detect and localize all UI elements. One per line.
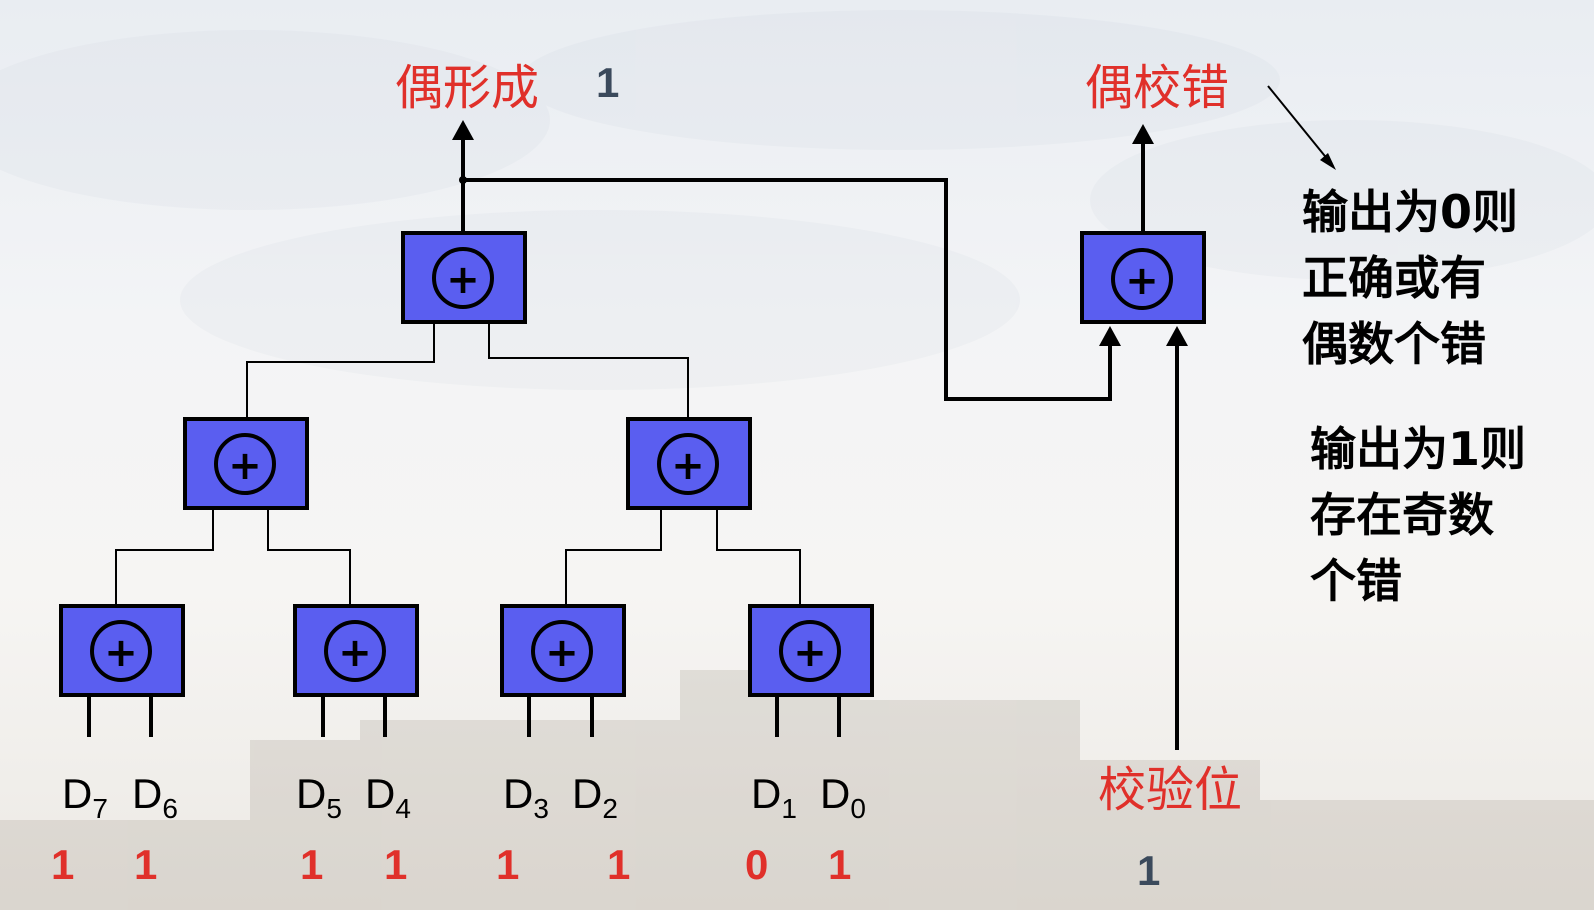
input-label-d4: D4 (365, 770, 411, 824)
input-label-d2: D2 (572, 770, 618, 824)
input-label-d1: D1 (751, 770, 797, 824)
note-zero-line-2: 正确或有 (1302, 251, 1486, 305)
input-label-d5: D5 (296, 770, 342, 824)
note-pointer-line (1267, 85, 1334, 167)
check-input-arrow-b (1166, 326, 1188, 346)
wire-l2a (246, 323, 435, 419)
even-generate-label: 偶形成 (395, 60, 539, 116)
note-zero-line-3: 偶数个错 (1302, 317, 1486, 371)
input-label-d3: D3 (503, 770, 549, 824)
note-one-line-3: 个错 (1310, 554, 1402, 608)
xor-gate-bottom-4: + (748, 604, 874, 697)
xor-gate-bottom-2: + (293, 604, 419, 697)
input-value-d5: 1 (300, 841, 323, 888)
wire-l3b (267, 509, 351, 606)
note-one-line-2: 存在奇数 (1310, 488, 1494, 542)
xor-gate-bottom-1: + (59, 604, 185, 697)
even-check-arrow (1132, 124, 1154, 144)
xor-symbol-icon (324, 620, 386, 682)
note-zero: 输出为0则 正确或有 偶数个错 (1302, 185, 1518, 371)
note-zero-line-1: 输出为0则 (1302, 185, 1518, 239)
wire-l3d (716, 509, 801, 606)
wires (87, 120, 1188, 750)
xor-plus: + (793, 630, 827, 676)
xor-gate-mid-right: + (626, 417, 752, 510)
xor-symbol-icon (531, 620, 593, 682)
xor-gate-check: + (1080, 231, 1206, 324)
input-labels: D7 D6 D5 D4 D3 D2 D1 D0 (62, 770, 866, 824)
junction-dot (459, 176, 467, 184)
check-bit-label: 校验位 (1098, 762, 1242, 818)
xor-plus: + (446, 257, 480, 303)
note-pointer-arrowhead (1320, 153, 1336, 170)
xor-plus: + (1125, 258, 1159, 304)
even-generate-value: 1 (596, 59, 619, 106)
xor-plus: + (228, 443, 262, 489)
input-label-d6: D6 (132, 770, 178, 824)
xor-plus: + (104, 630, 138, 676)
xor-symbol-icon (1111, 248, 1173, 310)
input-value-d3: 1 (496, 841, 519, 888)
note-one-line-1: 输出为1则 (1310, 422, 1526, 476)
input-values: 1 1 1 1 1 1 0 1 (51, 841, 851, 888)
xor-gate-bottom-3: + (500, 604, 626, 697)
xor-symbol-icon (214, 433, 276, 495)
input-label-d0: D0 (820, 770, 866, 824)
check-input-arrow-a (1099, 326, 1121, 346)
input-value-d2: 1 (607, 841, 630, 888)
xor-plus: + (338, 630, 372, 676)
xor-plus: + (671, 443, 705, 489)
even-gen-arrow (452, 120, 474, 140)
input-value-d4: 1 (384, 841, 407, 888)
input-value-d1: 0 (745, 841, 768, 888)
wire-l3a (115, 509, 214, 606)
xor-gate-mid-left: + (183, 417, 309, 510)
xor-symbol-icon (779, 620, 841, 682)
input-label-d7: D7 (62, 770, 108, 824)
note-one: 输出为1则 存在奇数 个错 (1310, 422, 1526, 608)
wire-l2b (488, 323, 689, 419)
input-value-d6: 1 (134, 841, 157, 888)
xor-symbol-icon (90, 620, 152, 682)
xor-symbol-icon (657, 433, 719, 495)
xor-symbol-icon (432, 247, 494, 309)
even-check-label: 偶校错 (1085, 60, 1229, 116)
input-value-d0: 1 (828, 841, 851, 888)
feed-to-check-wire (463, 178, 1112, 401)
input-value-d7: 1 (51, 841, 74, 888)
check-bit-value: 1 (1137, 847, 1160, 894)
wire-l3c (565, 509, 662, 606)
xor-plus: + (545, 630, 579, 676)
xor-gate-top: + (401, 231, 527, 324)
